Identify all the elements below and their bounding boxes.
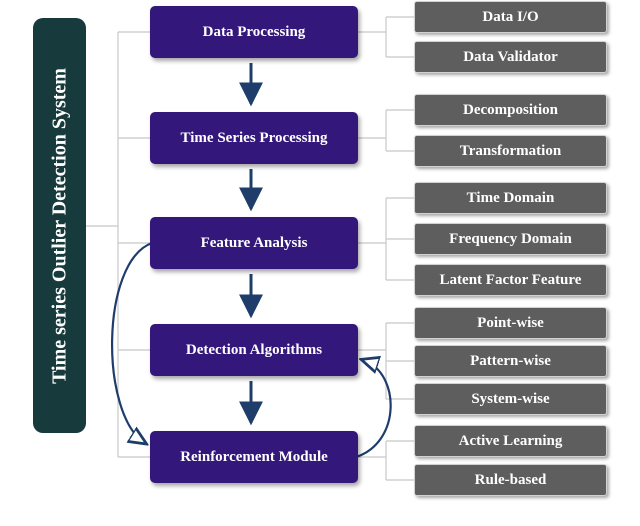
sub-label: Latent Factor Feature — [439, 271, 582, 288]
feedback-curves — [110, 241, 392, 459]
system-title-box: Time series Outlier Detection System — [33, 18, 86, 433]
sub-label: Pattern-wise — [470, 352, 551, 369]
sub-label: Decomposition — [463, 101, 558, 118]
stage-label: Time Series Processing — [180, 129, 328, 146]
stage-detection-algorithms: Detection Algorithms — [150, 324, 358, 376]
system-tree-lines — [86, 31, 150, 458]
sub-data-io: Data I/O — [414, 1, 607, 33]
sub-label: Frequency Domain — [449, 230, 572, 247]
system-title: Time series Outlier Detection System — [48, 67, 70, 384]
sub-label: Data Validator — [463, 48, 558, 65]
sub-rule-based: Rule-based — [414, 464, 607, 496]
stage-label: Detection Algorithms — [185, 341, 323, 358]
sub-active-learning: Active Learning — [414, 425, 607, 457]
sub-frequency-domain: Frequency Domain — [414, 223, 607, 255]
stage-feature-analysis: Feature Analysis — [150, 217, 358, 269]
sub-label: Time Domain — [466, 189, 555, 206]
sub-transformation: Transformation — [414, 135, 607, 167]
sub-label: Data I/O — [482, 8, 539, 25]
curve-feature-to-reinforcement — [110, 241, 153, 443]
sub-label: Rule-based — [474, 471, 547, 488]
sub-point-wise: Point-wise — [414, 307, 607, 339]
stage-data-processing: Data Processing — [150, 6, 358, 58]
stage-label: Data Processing — [202, 23, 306, 40]
sub-label: Point-wise — [477, 314, 544, 331]
sub-label: System-wise — [471, 390, 550, 407]
sub-decomposition: Decomposition — [414, 94, 607, 126]
sub-pattern-wise: Pattern-wise — [414, 345, 607, 377]
stage-time-series-processing: Time Series Processing — [150, 112, 358, 164]
stage-label: Reinforcement Module — [180, 448, 328, 465]
sub-data-validator: Data Validator — [414, 41, 607, 73]
sub-time-domain: Time Domain — [414, 182, 607, 214]
sub-tree-lines — [358, 16, 414, 481]
stage-reinforcement-module: Reinforcement Module — [150, 431, 358, 483]
sub-latent-factor-feature: Latent Factor Feature — [414, 264, 607, 296]
sub-label: Active Learning — [458, 432, 563, 449]
stage-label: Feature Analysis — [200, 234, 308, 251]
curve-reinforcement-to-detection — [355, 360, 392, 459]
sub-label: Transformation — [459, 142, 562, 159]
sub-system-wise: System-wise — [414, 383, 607, 415]
